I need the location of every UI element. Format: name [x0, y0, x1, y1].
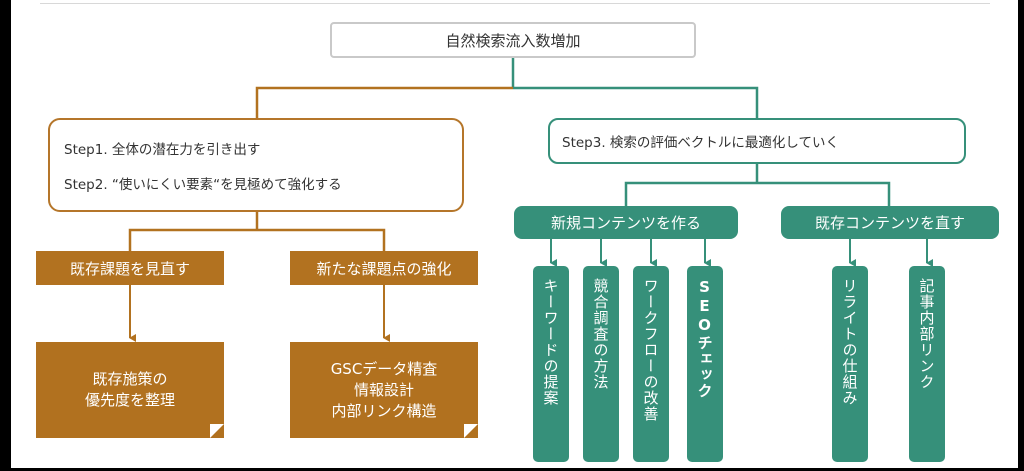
root-node: 自然検索流入数増加	[330, 22, 696, 58]
review-existing-issues-text: 既存課題を見直す	[69, 259, 190, 278]
create-new-content-text: 新規コンテンツを作る	[550, 214, 701, 232]
note-line: 優先度を整理	[84, 391, 175, 409]
gsc-data-note: GSCデータ精査 情報設計 内部リンク構造	[290, 342, 478, 438]
step3-box: Step3. 検索の評価ベクトルに最適化していく	[548, 118, 966, 164]
fix-existing-content-label: 既存コンテンツを直す	[781, 206, 999, 239]
strengthen-new-issues-label: 新たな課題点の強化	[290, 251, 478, 285]
keyword-proposal-box: キーワードの提案	[533, 266, 569, 462]
note-line: 既存施策の	[92, 370, 168, 388]
top-divider	[40, 3, 990, 4]
workflow-improvement-box: ワークフローの改善	[633, 266, 669, 462]
strengthen-new-issues-text: 新たな課題点の強化	[316, 259, 452, 278]
internal-links-box: 記事内部リンク	[909, 266, 945, 462]
step1-text: Step1. 全体の潜在力を引き出す	[64, 142, 261, 158]
rewrite-system-text: リライトの仕組み	[840, 278, 859, 406]
keyword-proposal-text: キーワードの提案	[541, 278, 560, 406]
note-line: 内部リンク構造	[331, 401, 437, 420]
workflow-improvement-text: ワークフローの改善	[641, 278, 660, 422]
rewrite-system-box: リライトの仕組み	[832, 266, 868, 462]
page-fold	[210, 424, 224, 438]
page-fold	[464, 424, 478, 438]
root-label: 自然検索流入数増加	[445, 31, 581, 50]
note-line: 情報設計	[353, 380, 414, 399]
seo-check-text: SEOチェック	[695, 278, 714, 399]
competitor-research-box: 競合調査の方法	[583, 266, 619, 462]
internal-links-text: 記事内部リンク	[917, 278, 936, 390]
create-new-content-label: 新規コンテンツを作る	[514, 206, 738, 239]
review-existing-issues-label: 既存課題を見直す	[36, 251, 224, 285]
step2-text: Step2. “使いにくい要素“を見極めて強化する	[64, 177, 342, 193]
existing-measures-note: 既存施策の 優先度を整理	[36, 342, 224, 438]
step1-2-box: Step1. 全体の潜在力を引き出す Step2. “使いにくい要素“を見極めて…	[48, 118, 464, 212]
competitor-research-text: 競合調査の方法	[591, 278, 610, 390]
note-line: GSCデータ精査	[330, 359, 438, 378]
fix-existing-content-text: 既存コンテンツを直す	[814, 214, 965, 232]
step3-text: Step3. 検索の評価ベクトルに最適化していく	[562, 135, 840, 151]
seo-check-box: SEOチェック	[687, 266, 723, 462]
